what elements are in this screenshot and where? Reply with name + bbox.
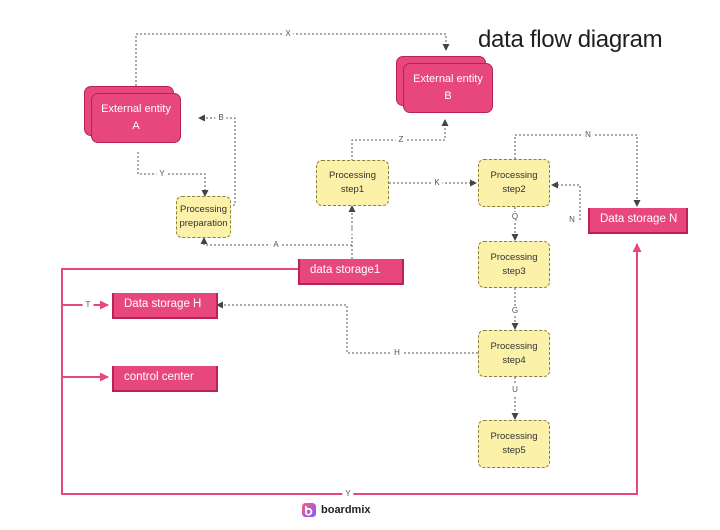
diagram-title: data flow diagram (478, 26, 663, 53)
flow-label-y-top: Y (156, 169, 168, 179)
flow-x (135, 33, 450, 86)
data-storage-h[interactable]: Data storage H (112, 293, 218, 319)
external-entity-b[interactable]: External entity B (396, 56, 493, 113)
flow-label-u: U (509, 385, 521, 395)
flow-label-x: X (282, 29, 294, 39)
flow-label-g: G (508, 306, 522, 316)
flow-label-t: T (82, 300, 94, 310)
flow-label-n-top: N (582, 130, 594, 140)
boardmix-brand: boardmix (321, 504, 371, 516)
flow-label-h: H (391, 348, 403, 358)
processing-step5[interactable]: Processing step5 (478, 420, 550, 468)
flow-s1-line (61, 243, 642, 495)
boardmix-icon (302, 503, 316, 517)
control-center[interactable]: control center (112, 366, 218, 392)
data-storage-n[interactable]: Data storage N (588, 208, 688, 234)
boardmix-logo: boardmix (302, 503, 371, 517)
processing-step3[interactable]: Processing step3 (478, 241, 550, 288)
flow-label-y-bottom: Y (342, 489, 354, 499)
processing-step2[interactable]: Processing step2 (478, 159, 550, 207)
flow-a (200, 237, 352, 246)
flow-label-n-side: N (566, 215, 578, 225)
flow-label-k: K (431, 178, 443, 188)
flow-label-i: I (347, 224, 357, 234)
flow-label-q: Q (508, 212, 522, 222)
flow-z (351, 119, 449, 161)
processing-step1[interactable]: Processing step1 (316, 160, 389, 206)
processing-step4[interactable]: Processing step4 (478, 330, 550, 377)
flow-n-top (514, 134, 641, 207)
flow-b (198, 114, 236, 206)
entity-a-label: External entity A (91, 93, 181, 143)
flow-h (216, 301, 478, 354)
external-entity-a[interactable]: External entity A (84, 86, 181, 143)
flow-label-a: A (270, 240, 282, 250)
flow-n-side (551, 181, 581, 220)
data-storage-1[interactable]: data storage1 (298, 259, 404, 285)
flow-label-z: Z (395, 135, 407, 145)
flow-label-b: B (215, 113, 227, 123)
flow-y-top (137, 152, 209, 197)
processing-preparation[interactable]: Processing preparation (176, 196, 231, 238)
entity-b-label: External entity B (403, 63, 493, 113)
